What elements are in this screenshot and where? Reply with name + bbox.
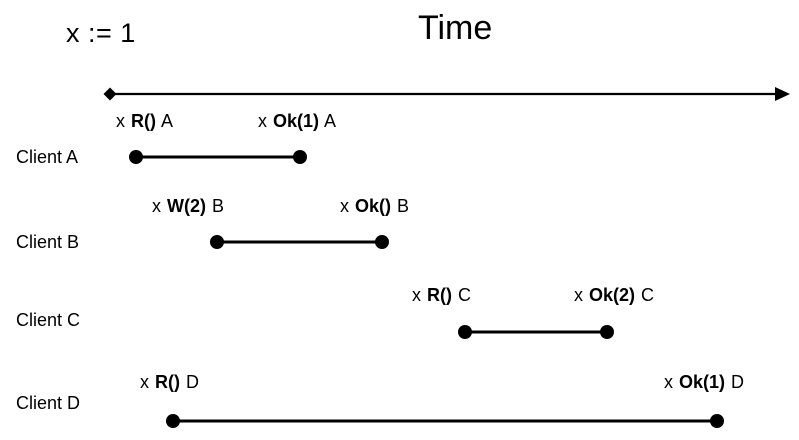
invocation-label: x W(2) B xyxy=(152,197,224,215)
label-operation: R() xyxy=(427,285,453,305)
label-operation: Ok(1) xyxy=(679,372,726,392)
label-client: D xyxy=(726,372,745,392)
label-variable: x xyxy=(140,372,155,392)
time-axis-arrowhead-icon xyxy=(775,87,790,101)
label-operation: R() xyxy=(155,372,181,392)
operation-interval[interactable] xyxy=(210,235,389,249)
label-client: A xyxy=(157,111,174,131)
label-operation: Ok() xyxy=(355,196,392,216)
invocation-label: x R() C xyxy=(412,286,471,304)
invocation-label: x R() A xyxy=(116,112,173,130)
label-variable: x xyxy=(340,196,355,216)
label-variable: x xyxy=(412,285,427,305)
response-dot[interactable] xyxy=(375,235,389,249)
response-label: x Ok(1) D xyxy=(664,373,744,391)
initial-state-annotation: x := 1 xyxy=(66,18,136,48)
invocation-label: x R() D xyxy=(140,373,199,391)
label-client: B xyxy=(207,196,225,216)
label-operation: W(2) xyxy=(167,196,207,216)
response-dot[interactable] xyxy=(293,150,307,164)
label-client: B xyxy=(392,196,410,216)
operation-interval[interactable] xyxy=(458,325,614,339)
operation-segments xyxy=(129,150,724,428)
response-dot[interactable] xyxy=(710,414,724,428)
response-label: x Ok() B xyxy=(340,197,409,215)
label-operation: Ok(1) xyxy=(273,111,320,131)
client-row-label: Client C xyxy=(16,310,81,330)
client-row-label: Client A xyxy=(16,147,79,167)
response-dot[interactable] xyxy=(600,325,614,339)
invocation-dot[interactable] xyxy=(210,235,224,249)
label-client: C xyxy=(636,285,655,305)
client-row-label: Client B xyxy=(16,232,80,252)
label-operation: Ok(2) xyxy=(589,285,636,305)
invocation-dot[interactable] xyxy=(166,414,180,428)
label-client: A xyxy=(320,111,337,131)
label-operation: R() xyxy=(131,111,157,131)
client-row-label: Client D xyxy=(16,393,81,413)
operation-interval[interactable] xyxy=(129,150,307,164)
time-axis xyxy=(103,87,790,101)
response-label: x Ok(2) C xyxy=(574,286,654,304)
label-variable: x xyxy=(152,196,167,216)
label-client: C xyxy=(453,285,472,305)
page-title: Time xyxy=(418,9,493,47)
operation-interval[interactable] xyxy=(166,414,724,428)
response-label: x Ok(1) A xyxy=(258,112,336,130)
label-variable: x xyxy=(116,111,131,131)
time-axis-start-diamond-icon xyxy=(103,87,117,101)
invocation-dot[interactable] xyxy=(129,150,143,164)
label-variable: x xyxy=(574,285,589,305)
invocation-dot[interactable] xyxy=(458,325,472,339)
label-variable: x xyxy=(258,111,273,131)
label-variable: x xyxy=(664,372,679,392)
label-client: D xyxy=(181,372,200,392)
